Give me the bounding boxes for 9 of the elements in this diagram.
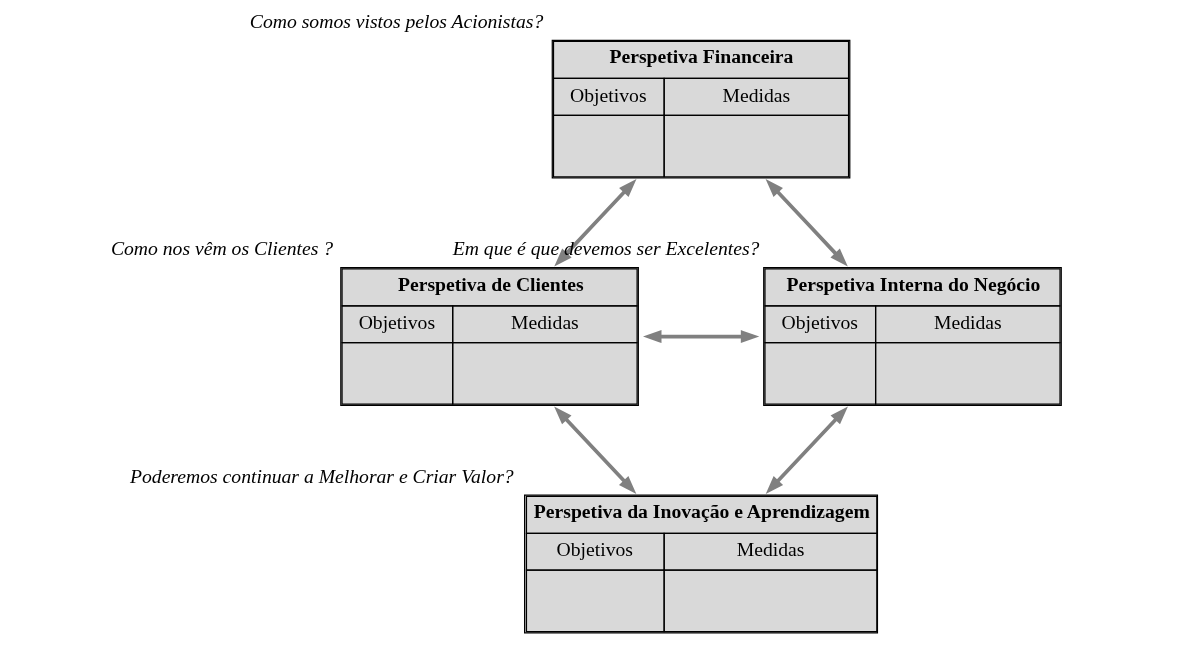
arrow xyxy=(765,179,848,267)
node-label: Em que é que devemos ser Excelentes? xyxy=(452,237,759,260)
arrow xyxy=(553,179,636,267)
node-label: Poderemos continuar a Melhorar e Criar Valor? xyxy=(129,464,514,487)
node-label: Como somos vistos pelos Acionistas? xyxy=(249,9,543,32)
node-label: Como nos vêm os Clientes ? xyxy=(110,237,333,260)
arrow xyxy=(765,406,848,494)
arrow xyxy=(553,406,636,494)
arrow xyxy=(642,330,759,344)
